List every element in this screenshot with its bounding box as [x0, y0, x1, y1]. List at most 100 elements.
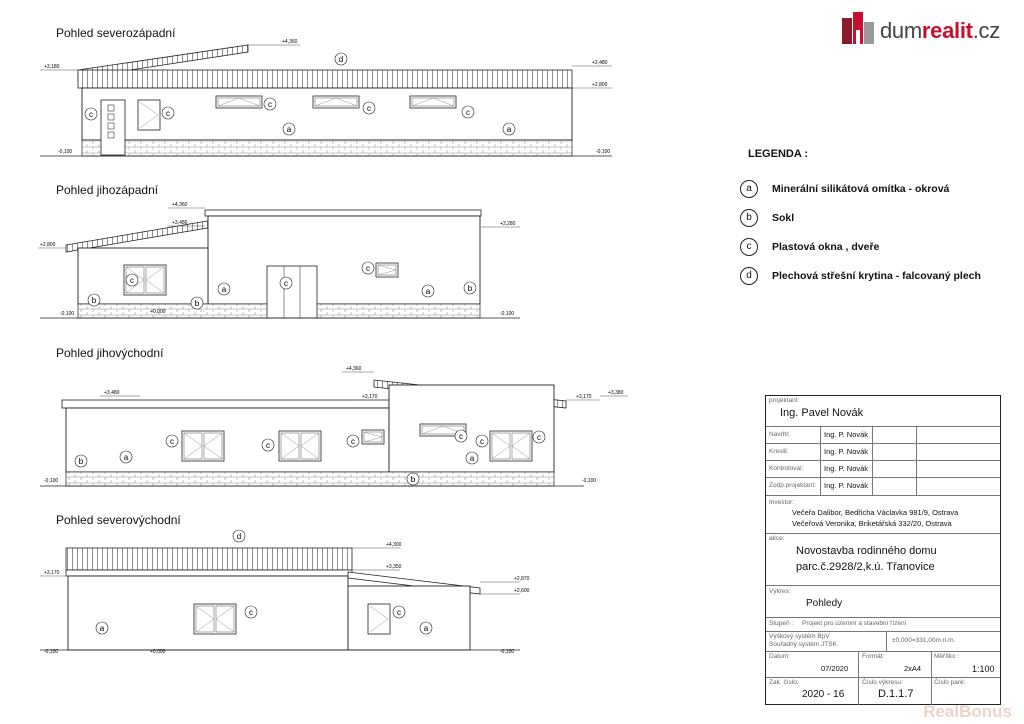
svg-text:+4,360: +4,360 — [172, 202, 188, 208]
view-title-ne: Pohled severovýchodní — [56, 513, 181, 527]
view-title-nw: Pohled severozápadní — [56, 26, 176, 40]
svg-text:c: c — [537, 433, 541, 442]
svg-text:b: b — [468, 284, 473, 293]
svg-text:b: b — [79, 457, 84, 466]
elevation-southwest: +2,800 +4,360 +3,480 +3,280 +0,000 -0,10… — [38, 202, 520, 319]
tb-meritko: 1:100 — [972, 664, 995, 674]
tb-akce-line: parc.č.2928/2,k.ú. Třanovice — [796, 561, 935, 573]
svg-text:+3,170: +3,170 — [44, 570, 60, 576]
svg-text:+2,600: +2,600 — [514, 588, 530, 594]
tb-value: Ing. P. Novák — [824, 481, 869, 490]
svg-text:+2,480: +2,480 — [592, 60, 608, 66]
tb-systems: Výškový systém BpV Souřadný systém JTSK … — [766, 631, 1000, 652]
svg-text:a: a — [100, 624, 105, 633]
tb-label: Kontroloval: — [769, 465, 804, 472]
tb-label: Číslo paré: — [934, 679, 966, 686]
svg-text:-0,100: -0,100 — [44, 478, 58, 484]
legend-text: Plechová střešní krytina - falcovaný ple… — [772, 269, 981, 282]
elevation-drawings: +3,180 +4,360 +2,480 +2,800 -0,100 -0,10… — [38, 39, 628, 655]
svg-text:c: c — [284, 279, 288, 288]
tb-datum-row: Datum: 07/2020 Formát: 2xA4 Měřítko : 1:… — [766, 651, 1000, 678]
svg-text:a: a — [426, 287, 431, 296]
tb-projektant: projektant: Ing. Pavel Novák — [766, 396, 1000, 427]
tb-format: 2xA4 — [904, 664, 922, 673]
svg-text:c: c — [466, 108, 470, 117]
svg-text:b: b — [92, 296, 97, 305]
svg-text:c: c — [266, 441, 270, 450]
svg-text:+0,000: +0,000 — [150, 309, 166, 315]
tb-sign-row: Navrhl: Ing. P. Novák — [766, 426, 1000, 444]
tb-vyskovy: Výškový systém BpV — [769, 633, 830, 640]
svg-text:+3,480: +3,480 — [104, 390, 120, 396]
svg-text:c: c — [268, 100, 272, 109]
svg-text:c: c — [480, 437, 484, 446]
svg-text:+2,870: +2,870 — [514, 576, 530, 582]
legend-text: Sokl — [772, 211, 795, 224]
svg-text:c: c — [130, 276, 134, 285]
tb-label: Stupeň : — [769, 620, 794, 627]
tb-label: Zodp.projektant: — [769, 482, 816, 489]
tb-zak: 2020 - 16 — [802, 689, 845, 700]
tb-datum: 07/2020 — [821, 664, 849, 673]
legend-item: b Sokl — [740, 203, 1010, 232]
svg-text:a: a — [124, 453, 129, 462]
svg-text:+4,300: +4,300 — [386, 542, 402, 548]
tb-cislo: D.1.1.7 — [878, 688, 914, 700]
tb-label: Výkres: — [769, 588, 791, 595]
svg-text:-0,100: -0,100 — [596, 149, 610, 155]
legend-title: LEGENDA : — [748, 148, 809, 160]
legend-item: a Minerální silikátová omítka - okrová — [740, 174, 1010, 203]
legend-item: d Plechová střešní krytina - falcovaný p… — [740, 261, 1010, 290]
legend-key: d — [740, 266, 758, 285]
svg-text:+4,360: +4,360 — [282, 39, 298, 45]
tb-investor: Investor: Večeřa Dalibor, Bedřicha Václa… — [766, 495, 1000, 534]
svg-text:c: c — [366, 264, 370, 273]
tb-value: Ing. P. Novák — [824, 464, 869, 473]
svg-text:+3,380: +3,380 — [608, 390, 624, 396]
svg-text:+2,800: +2,800 — [40, 242, 56, 248]
legend: LEGENDA : a Minerální silikátová omítka … — [740, 148, 1010, 290]
legend-text: Minerální silikátová omítka - okrová — [772, 182, 950, 195]
svg-text:+2,800: +2,800 — [592, 82, 608, 88]
tb-label: Číslo výkresu: — [862, 679, 903, 686]
tb-stupen: Stupeň : Projekt pro územní a stavební ř… — [766, 617, 1000, 632]
svg-text:c: c — [166, 109, 170, 118]
svg-text:-0,100: -0,100 — [500, 311, 514, 317]
tb-investor-line: Večeřová Veronika, Briketářská 332/20, O… — [792, 519, 952, 528]
tb-sign-row: Zodp.projektant: Ing. P. Novák — [766, 477, 1000, 496]
tb-investor-line: Večeřa Dalibor, Bedřicha Václavka 981/9,… — [792, 508, 959, 517]
elevation-southeast: +3,480 +4,360 +3,170 +3,170 +3,380 -0,10… — [40, 366, 628, 487]
tb-divider — [886, 631, 887, 651]
tb-sign-row: Kreslil: Ing. P. Novák — [766, 443, 1000, 461]
svg-text:+3,350: +3,350 — [386, 564, 402, 570]
svg-text:+3,170: +3,170 — [362, 394, 378, 400]
svg-text:+3,280: +3,280 — [500, 221, 516, 227]
svg-text:c: c — [459, 432, 463, 441]
house-logo-icon — [842, 12, 874, 44]
tb-divider — [820, 426, 821, 495]
svg-text:c: c — [170, 437, 174, 446]
view-title-se: Pohled jihovýchodní — [56, 346, 164, 360]
svg-text:+0,000: +0,000 — [150, 649, 166, 655]
svg-text:+4,360: +4,360 — [346, 366, 362, 372]
svg-text:d: d — [339, 55, 343, 64]
tb-label: projektant: — [769, 397, 800, 404]
svg-text:a: a — [424, 624, 429, 633]
view-title-sw: Pohled jihozápadní — [56, 183, 159, 197]
tb-akce-line: Novostavba rodinného domu — [796, 545, 937, 557]
tb-projektant-name: Ing. Pavel Novák — [780, 407, 864, 419]
legend-key: a — [740, 179, 758, 198]
logo-wordmark: dumrealit.cz — [880, 18, 1000, 43]
tb-divider — [931, 651, 932, 705]
svg-text:+3,170: +3,170 — [576, 394, 592, 400]
svg-text:d: d — [237, 532, 241, 541]
svg-text:b: b — [195, 299, 200, 308]
svg-text:-0,100: -0,100 — [60, 311, 74, 317]
tb-vykres-value: Pohledy — [806, 598, 843, 609]
tb-label: Datum: — [769, 653, 790, 660]
tb-value: Ing. P. Novák — [824, 430, 869, 439]
svg-text:c: c — [89, 110, 93, 119]
dumrealit-logo: dumrealit.cz — [836, 8, 1016, 50]
tb-value: Ing. P. Novák — [824, 447, 869, 456]
tb-sign-row: Kontroloval: Ing. P. Novák — [766, 460, 1000, 478]
